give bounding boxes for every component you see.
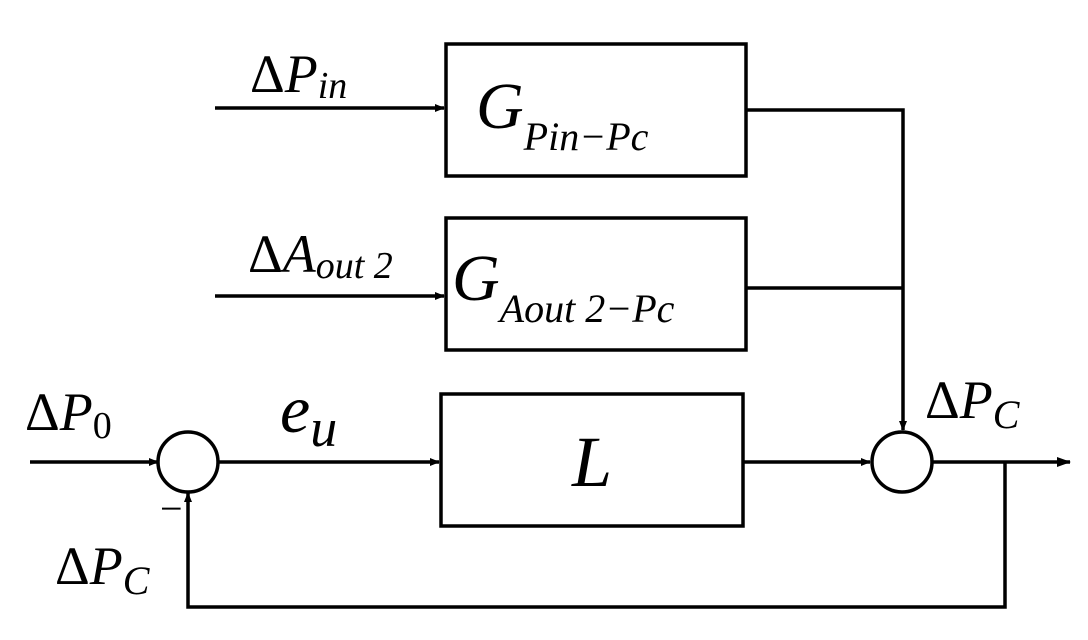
label-output-delta-pc: ΔPC xyxy=(925,370,1021,437)
label-feedback-delta-pc: ΔPC xyxy=(55,536,151,603)
left-summing-junction xyxy=(156,430,220,494)
feedback-minus-sign: − xyxy=(160,486,183,531)
label-g-aout2-pc: GAout 2−Pc xyxy=(452,242,675,331)
block-g-pin-pc xyxy=(444,42,748,178)
label-delta-p-in: ΔPin xyxy=(250,44,347,107)
label-l: L xyxy=(571,422,612,502)
g-pin-pc-output-wire xyxy=(746,108,907,431)
right-summing-junction xyxy=(870,430,934,494)
block-l xyxy=(439,392,745,528)
label-delta-a-out2: ΔAout 2 xyxy=(248,224,393,287)
label-error-eu: eu xyxy=(280,371,337,458)
feedback-wire xyxy=(184,462,1007,609)
label-g-pin-pc: GPin−Pc xyxy=(476,70,649,159)
label-delta-p0: ΔP0 xyxy=(25,382,112,447)
block-g-aout2-pc xyxy=(444,216,748,352)
